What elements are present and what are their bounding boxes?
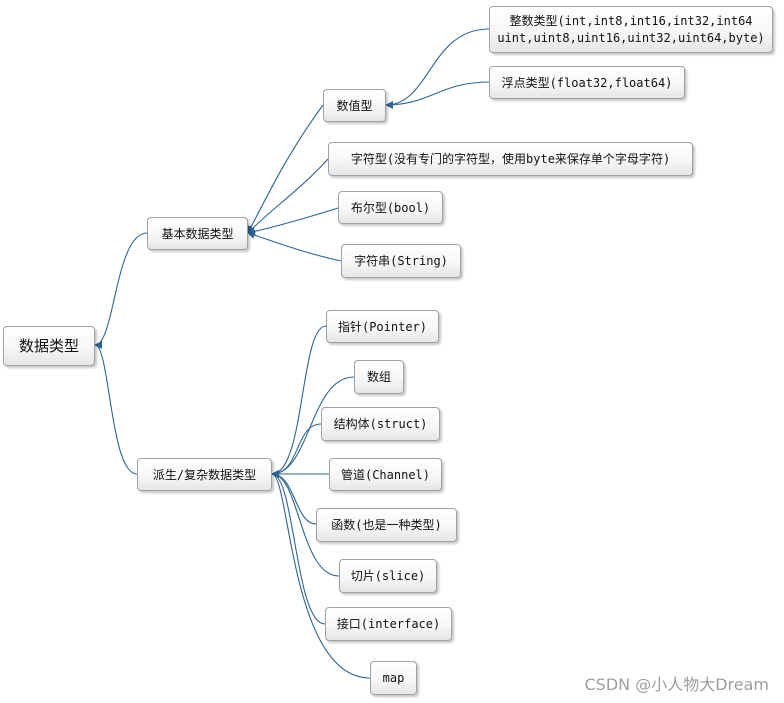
node-channel-type: 管道(Channel) (329, 458, 442, 491)
integer-types-line-2: uint,uint8,uint16,uint32,uint64,byte) (497, 30, 765, 45)
node-integer-types: 整数类型(int,int8,int16,int32,int64 uint,uin… (489, 6, 773, 53)
connector-basic-char (247, 158, 329, 234)
connector-basic-numeric (247, 104, 324, 234)
connector-basic-bool (247, 207, 339, 236)
node-pointer-type: 指针(Pointer) (326, 310, 439, 343)
watermark: CSDN @小人物大Dream (584, 675, 770, 694)
integer-types-line-1: 整数类型(int,int8,int16,int32,int64 (509, 13, 753, 28)
node-data-types-root: 数据类型 (3, 326, 95, 366)
node-numeric: 数值型 (323, 89, 386, 122)
connector-derived-slice (271, 470, 340, 577)
connector-derived-interface (271, 470, 326, 625)
connector-numeric-integer (385, 28, 490, 109)
connector-root-derived (94, 341, 138, 475)
node-derived-types: 派生/复杂数据类型 (137, 458, 272, 491)
connector-derived-function (271, 470, 317, 525)
node-function-type: 函数(也是一种类型) (316, 508, 457, 542)
connector-root-basic (94, 232, 148, 349)
node-float-types: 浮点类型(float32,float64) (489, 66, 685, 99)
connector-derived-struct (271, 423, 322, 478)
connector-numeric-float (385, 81, 490, 109)
node-slice-type: 切片(slice) (339, 559, 437, 593)
node-basic-types: 基本数据类型 (147, 217, 248, 250)
node-struct-type: 结构体(struct) (321, 407, 440, 441)
node-string-type: 字符串(String) (341, 244, 461, 278)
node-bool-type: 布尔型(bool) (338, 191, 443, 224)
node-map-type: map (370, 661, 417, 695)
connector-basic-string (247, 231, 342, 262)
node-array-type: 数组 (354, 360, 404, 394)
node-char-type: 字符型(没有专门的字符型，使用byte来保存单个字母字符) (328, 142, 693, 176)
connector-derived-pointer (271, 325, 327, 478)
connector-derived-map (271, 470, 371, 679)
node-interface-type: 接口(interface) (325, 607, 452, 641)
